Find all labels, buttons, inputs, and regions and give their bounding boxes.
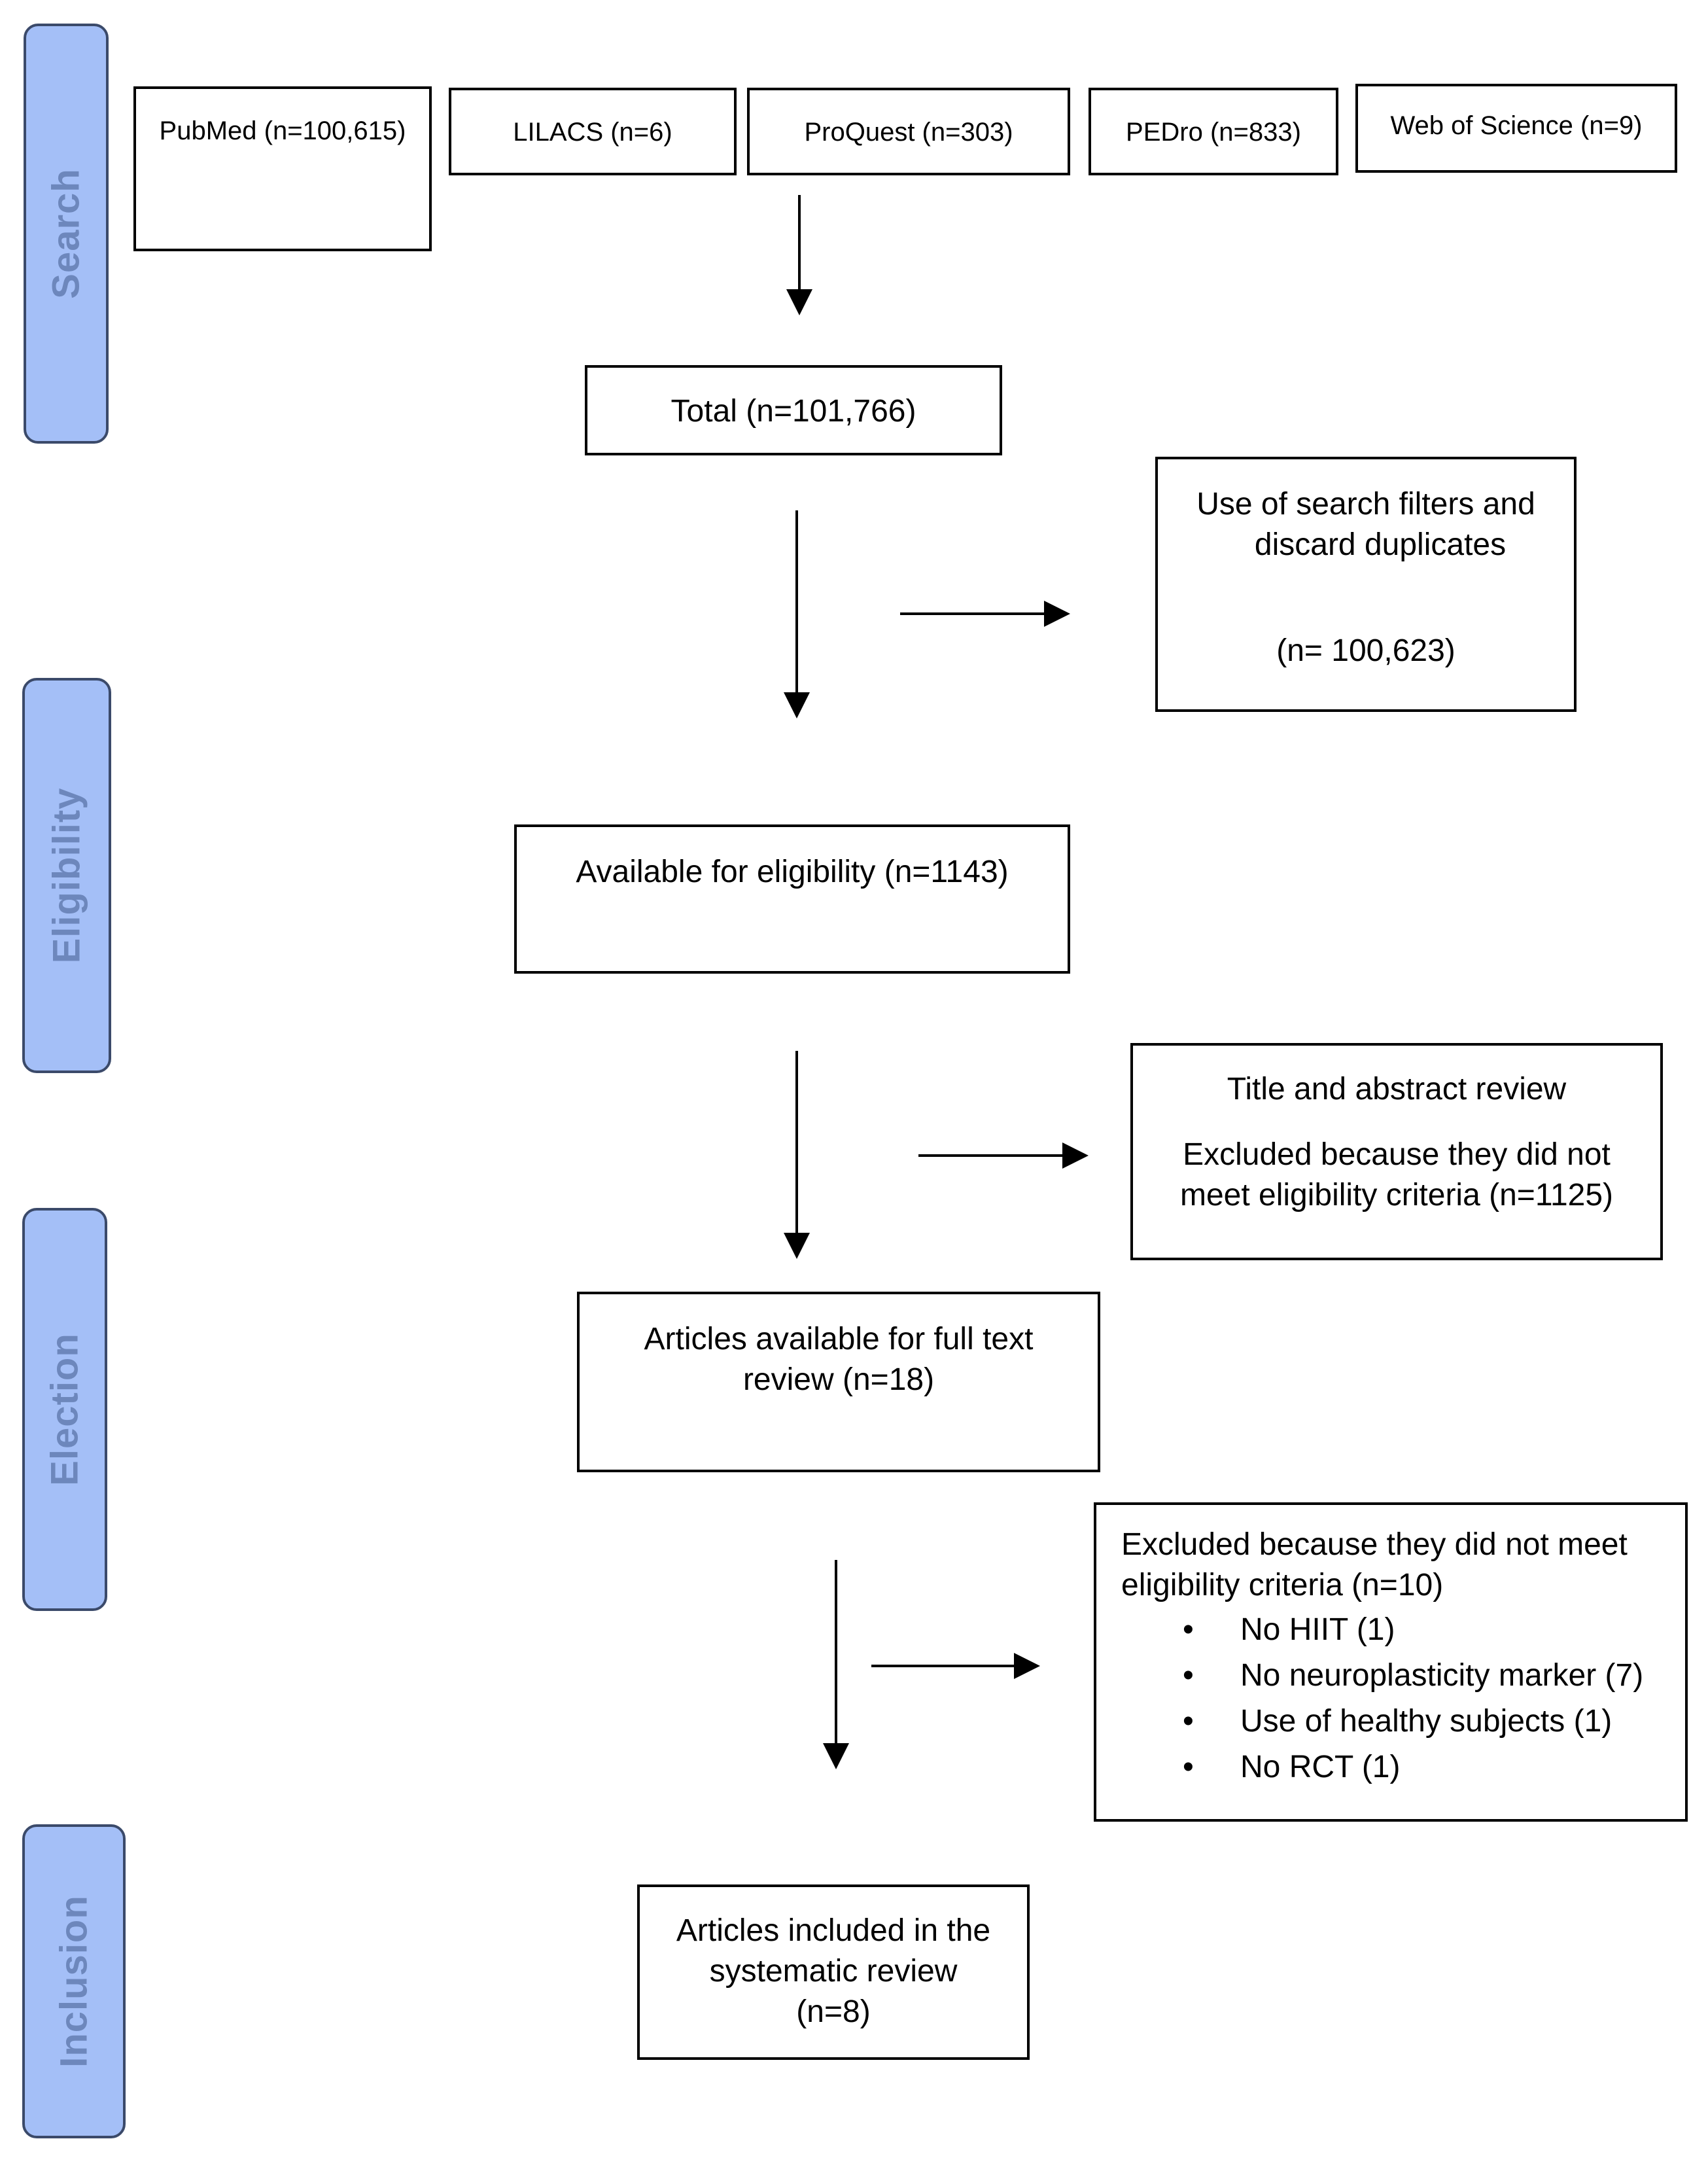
source-box-wos: Web of Science (n=9) [1355,84,1677,173]
filters-line-1: Use of search filters and [1196,487,1535,522]
source-label-lilacs: LILACS (n=6) [513,118,672,147]
bullet-icon: • [1183,1612,1194,1647]
title-review-line-1: Excluded because they did not [1183,1137,1611,1172]
eligibility-box: Available for eligibility (n=1143) [514,824,1070,974]
source-box-proquest: ProQuest (n=303) [747,88,1070,175]
source-label-proquest: ProQuest (n=303) [804,118,1013,147]
phase-bar-inclusion: Inclusion [22,1824,126,2138]
full-text-line-1: Articles available for full text [644,1322,1034,1356]
title-review-line-2: meet eligibility criteria (n=1125) [1179,1178,1614,1212]
exclusion-reasons-list: •No HIIT (1) •No neuroplasticity marker … [1183,1607,1643,1790]
source-box-lilacs: LILACS (n=6) [449,88,737,175]
total-records-label: Total (n=101,766) [671,394,916,429]
exclusion-reason: •No neuroplasticity marker (7) [1183,1653,1643,1699]
exclusions-line-1: Excluded because they did not meet [1121,1527,1628,1562]
included-studies-box: Articles included in the systematic revi… [637,1884,1030,2060]
eligibility-label: Available for eligibility (n=1143) [576,855,1009,889]
title-abstract-review-box: Title and abstract review Excluded becau… [1130,1043,1663,1260]
included-line-1: Articles included in the [676,1913,991,1948]
bullet-icon: • [1183,1704,1194,1739]
bullet-icon: • [1183,1658,1194,1693]
title-review-heading: Title and abstract review [1227,1072,1567,1106]
exclusion-reason: •Use of healthy subjects (1) [1183,1699,1643,1744]
included-count: (n=8) [796,1994,871,2029]
exclusion-reason: •No HIIT (1) [1183,1607,1643,1653]
full-text-review-box: Articles available for full text review … [577,1292,1100,1472]
phase-bar-election: Election [22,1208,107,1611]
phase-bar-search: Search [24,24,109,444]
source-label-pedro: PEDro (n=833) [1126,118,1301,147]
source-box-pedro: PEDro (n=833) [1089,88,1338,175]
source-label-pubmed: PubMed (n=100,615) [159,116,406,145]
filters-count: (n= 100,623) [1276,633,1455,668]
filters-duplicates-box: Use of search filters and discard duplic… [1155,457,1577,712]
exclusion-reason: •No RCT (1) [1183,1744,1643,1790]
included-line-2: systematic review [709,1954,958,1989]
bullet-icon: • [1183,1750,1194,1784]
phase-bar-eligibility: Eligibility [22,678,111,1073]
source-label-wos: Web of Science (n=9) [1390,111,1643,140]
total-records-box: Total (n=101,766) [585,365,1002,455]
full-text-line-2: review (n=18) [742,1362,935,1397]
exclusions-line-2: eligibility criteria (n=10) [1121,1568,1444,1602]
full-text-exclusions-box: Excluded because they did not meet eligi… [1094,1502,1688,1822]
filters-line-2: discard duplicates [1254,527,1507,562]
source-box-pubmed: PubMed (n=100,615) [133,86,432,251]
